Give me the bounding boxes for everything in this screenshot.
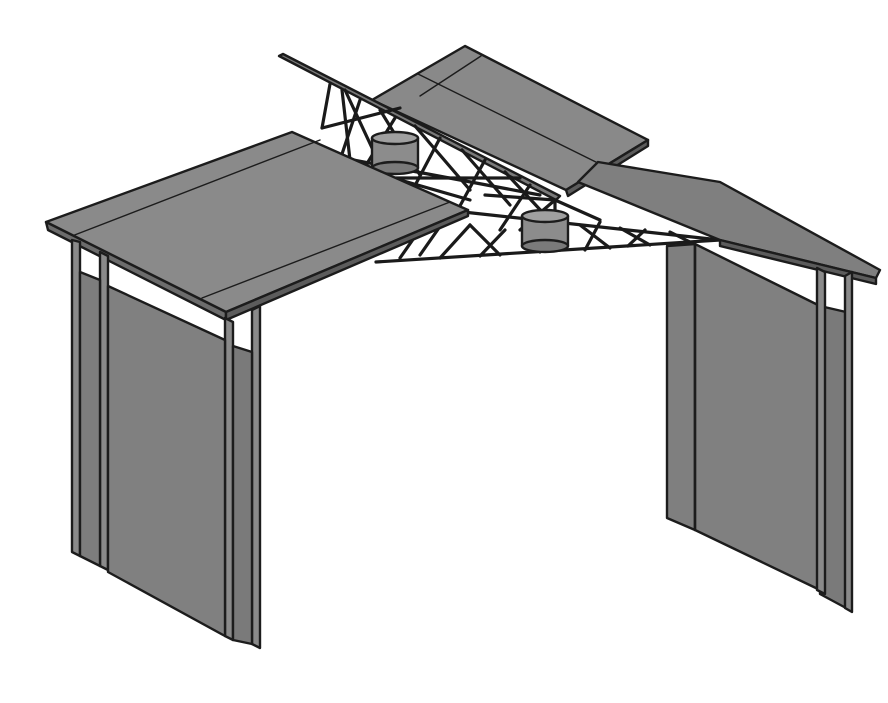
upper-tank [370,130,420,176]
left-wall [70,238,262,650]
left-roof-panel [44,130,470,322]
lower-tank [520,208,570,254]
right-wall [665,242,854,614]
right-roof-panel [576,160,882,286]
